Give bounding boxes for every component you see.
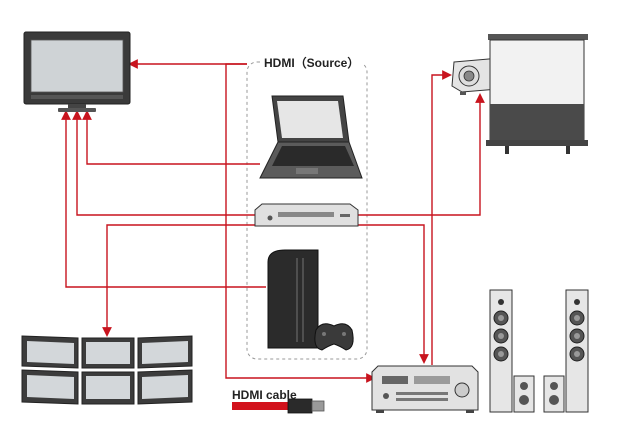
- line-player-to-receiver: [358, 224, 429, 364]
- hdmi-cable-icon: [232, 398, 325, 414]
- hdmi-connection-lines: [61, 59, 485, 383]
- line-source-to-receiver: [225, 63, 376, 383]
- line-player-to-tv: [72, 110, 255, 216]
- hdmi-cable-label: HDMI cable: [232, 388, 297, 402]
- line-player-to-video-wall: [102, 224, 255, 337]
- line-player-to-projector-right: [358, 93, 485, 216]
- source-group-label: HDMI（Source）: [260, 54, 364, 71]
- game-console-icon: [267, 249, 354, 351]
- video-wall-icon: [21, 335, 193, 405]
- speakers-icon: [489, 289, 589, 413]
- line-laptop-to-tv: [82, 110, 260, 165]
- projection-screen-icon: [486, 34, 588, 154]
- player-icon: [254, 203, 359, 227]
- line-console-to-tv: [61, 110, 266, 288]
- line-receiver-to-projector: [431, 70, 452, 365]
- tv-monitor-icon: [23, 31, 131, 112]
- laptop-icon: [259, 95, 363, 179]
- av-receiver-icon: [371, 365, 479, 413]
